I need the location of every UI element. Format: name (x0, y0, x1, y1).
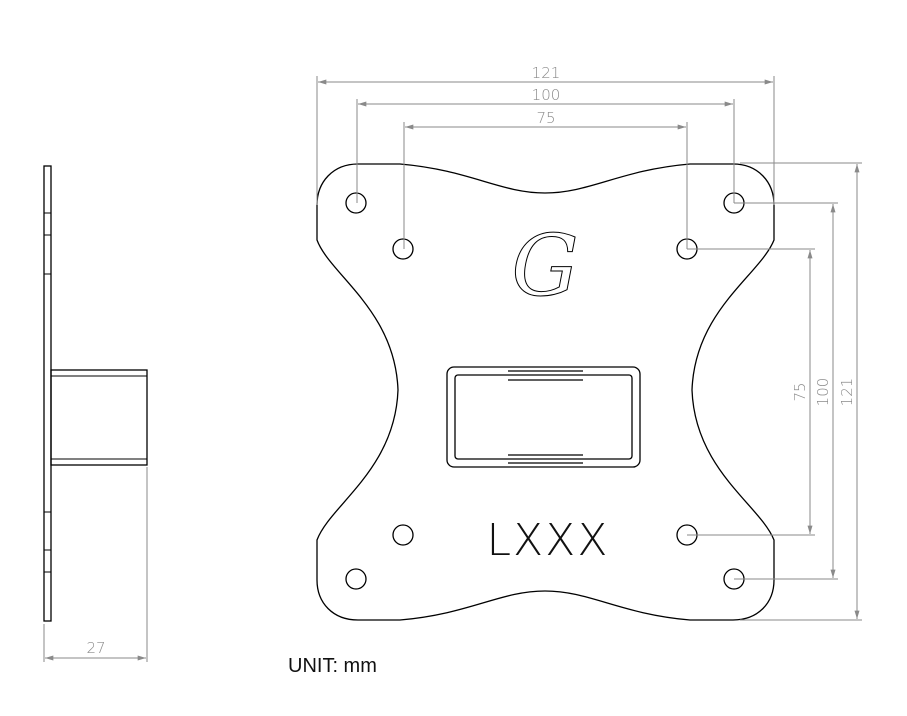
side-plate (43, 165, 52, 622)
tube-slot-inner (454, 374, 633, 460)
logo-letter: G (511, 217, 578, 315)
dimension-depth (43, 467, 148, 662)
depth-label: 27 (86, 639, 105, 657)
height-overall-label: 121 (838, 378, 856, 407)
width-inner-holes-label: 75 (536, 109, 555, 127)
side-hole-marks (44, 212, 51, 573)
vertical-dimensions (687, 162, 862, 621)
mount-hole-inner (392, 238, 414, 260)
horizontal-dimensions (316, 76, 775, 249)
width-overall-label: 121 (532, 64, 561, 82)
mount-hole-inner (392, 524, 414, 546)
height-outer-holes-label: 100 (814, 378, 832, 407)
mount-hole-outer (345, 192, 367, 214)
tube-slot-outer (446, 366, 641, 468)
height-inner-holes-label: 75 (791, 382, 809, 401)
model-label: LXXX (487, 515, 610, 566)
side-tube (50, 369, 148, 466)
plate-outline (316, 163, 775, 621)
mount-hole-outer (345, 568, 367, 590)
width-outer-holes-label: 100 (532, 86, 561, 104)
side-view (43, 165, 148, 622)
unit-label: UNIT: mm (288, 655, 377, 677)
